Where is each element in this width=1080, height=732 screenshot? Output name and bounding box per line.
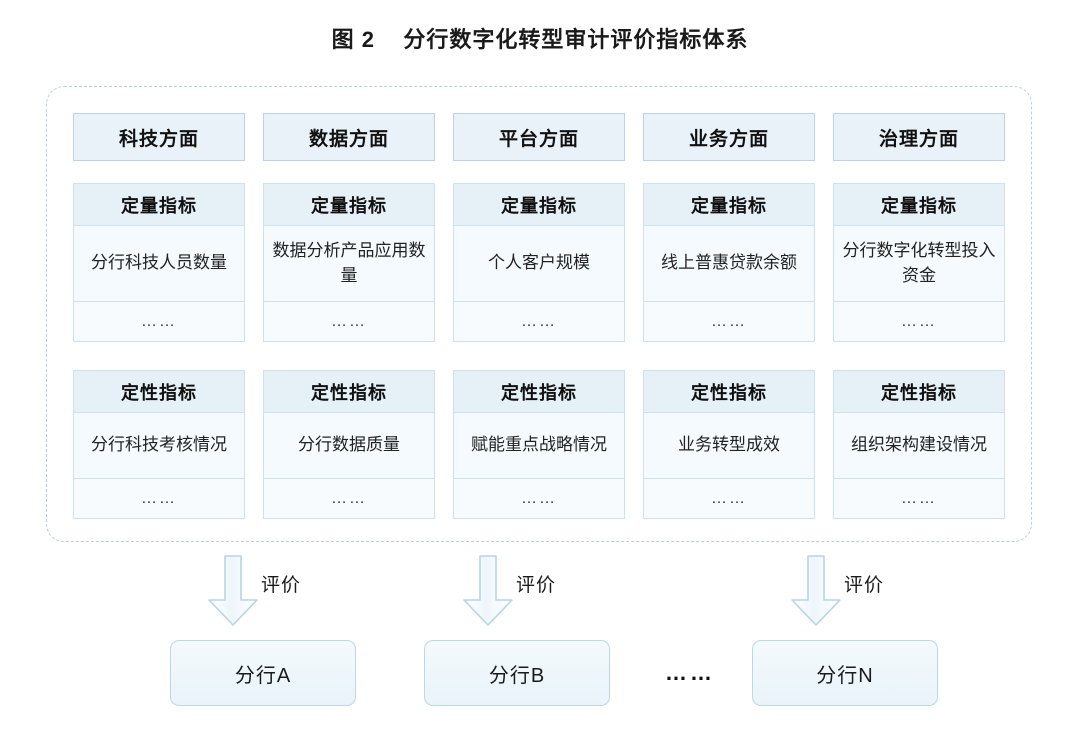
down-arrow-icon xyxy=(208,555,258,626)
quantitative-label: 定量指标 xyxy=(74,184,244,226)
qualitative-group-governance: 定性指标 组织架构建设情况 …… xyxy=(833,370,1005,519)
aspect-header-technology[interactable]: 科技方面 xyxy=(73,113,245,161)
aspect-header-business[interactable]: 业务方面 xyxy=(643,113,815,161)
branch-box-a[interactable]: 分行A xyxy=(170,640,356,706)
qualitative-more-ellipsis: …… xyxy=(834,479,1004,519)
qualitative-label: 定性指标 xyxy=(74,371,244,413)
indicator-column-business: 业务方面 定量指标 线上普惠贷款余额 …… 定性指标 业务转型成效 …… xyxy=(643,113,815,519)
indicator-column-data: 数据方面 定量指标 数据分析产品应用数量 …… 定性指标 分行数据质量 …… xyxy=(263,113,435,519)
qualitative-item[interactable]: 业务转型成效 xyxy=(644,413,814,479)
qualitative-more-ellipsis: …… xyxy=(454,479,624,519)
quantitative-group-data: 定量指标 数据分析产品应用数量 …… xyxy=(263,183,435,342)
qualitative-label: 定性指标 xyxy=(264,371,434,413)
aspect-header-governance[interactable]: 治理方面 xyxy=(833,113,1005,161)
quantitative-group-platform: 定量指标 个人客户规模 …… xyxy=(453,183,625,342)
quantitative-label: 定量指标 xyxy=(454,184,624,226)
qualitative-label: 定性指标 xyxy=(834,371,1004,413)
qualitative-item[interactable]: 分行数据质量 xyxy=(264,413,434,479)
quantitative-more-ellipsis: …… xyxy=(454,302,624,342)
evaluation-arrow-row: 评价 评价 评价 xyxy=(0,552,1080,632)
evaluation-arrow-label: 评价 xyxy=(844,575,885,596)
qualitative-group-business: 定性指标 业务转型成效 …… xyxy=(643,370,815,519)
qualitative-more-ellipsis: …… xyxy=(644,479,814,519)
evaluation-arrow-group-3: 评价 xyxy=(788,552,938,632)
quantitative-item[interactable]: 个人客户规模 xyxy=(454,226,624,302)
indicator-column-technology: 科技方面 定量指标 分行科技人员数量 …… 定性指标 分行科技考核情况 …… xyxy=(73,113,245,519)
qualitative-label: 定性指标 xyxy=(454,371,624,413)
quantitative-group-business: 定量指标 线上普惠贷款余额 …… xyxy=(643,183,815,342)
quantitative-more-ellipsis: …… xyxy=(644,302,814,342)
evaluation-arrow-label: 评价 xyxy=(516,575,557,596)
quantitative-item[interactable]: 分行科技人员数量 xyxy=(74,226,244,302)
quantitative-more-ellipsis: …… xyxy=(264,302,434,342)
quantitative-item[interactable]: 分行数字化转型投入资金 xyxy=(834,226,1004,302)
quantitative-label: 定量指标 xyxy=(644,184,814,226)
branch-row: 分行A 分行B …… 分行N xyxy=(0,640,1080,708)
quantitative-group-governance: 定量指标 分行数字化转型投入资金 …… xyxy=(833,183,1005,342)
aspect-header-platform[interactable]: 平台方面 xyxy=(453,113,625,161)
quantitative-item[interactable]: 线上普惠贷款余额 xyxy=(644,226,814,302)
quantitative-item[interactable]: 数据分析产品应用数量 xyxy=(264,226,434,302)
qualitative-group-data: 定性指标 分行数据质量 …… xyxy=(263,370,435,519)
qualitative-group-technology: 定性指标 分行科技考核情况 …… xyxy=(73,370,245,519)
quantitative-more-ellipsis: …… xyxy=(834,302,1004,342)
indicator-columns: 科技方面 定量指标 分行科技人员数量 …… 定性指标 分行科技考核情况 …… 数… xyxy=(47,87,1031,541)
evaluation-arrow-label: 评价 xyxy=(261,575,302,596)
quantitative-label: 定量指标 xyxy=(834,184,1004,226)
branch-box-b[interactable]: 分行B xyxy=(424,640,610,706)
qualitative-group-platform: 定性指标 赋能重点战略情况 …… xyxy=(453,370,625,519)
quantitative-label: 定量指标 xyxy=(264,184,434,226)
indicator-column-governance: 治理方面 定量指标 分行数字化转型投入资金 …… 定性指标 组织架构建设情况 …… xyxy=(833,113,1005,519)
evaluation-arrow-group-1: 评价 xyxy=(205,552,355,632)
down-arrow-icon xyxy=(463,555,513,626)
figure-title: 图 2 分行数字化转型审计评价指标体系 xyxy=(331,27,749,52)
down-arrow-icon xyxy=(791,555,841,626)
qualitative-label: 定性指标 xyxy=(644,371,814,413)
indicator-matrix-panel: 科技方面 定量指标 分行科技人员数量 …… 定性指标 分行科技考核情况 …… 数… xyxy=(46,86,1032,542)
qualitative-more-ellipsis: …… xyxy=(264,479,434,519)
qualitative-more-ellipsis: …… xyxy=(74,479,244,519)
quantitative-group-technology: 定量指标 分行科技人员数量 …… xyxy=(73,183,245,342)
qualitative-item[interactable]: 赋能重点战略情况 xyxy=(454,413,624,479)
aspect-header-data[interactable]: 数据方面 xyxy=(263,113,435,161)
indicator-column-platform: 平台方面 定量指标 个人客户规模 …… 定性指标 赋能重点战略情况 …… xyxy=(453,113,625,519)
qualitative-item[interactable]: 分行科技考核情况 xyxy=(74,413,244,479)
evaluation-arrow-group-2: 评价 xyxy=(460,552,610,632)
branch-box-n[interactable]: 分行N xyxy=(752,640,938,706)
qualitative-item[interactable]: 组织架构建设情况 xyxy=(834,413,1004,479)
quantitative-more-ellipsis: …… xyxy=(74,302,244,342)
branch-ellipsis: …… xyxy=(665,660,715,685)
